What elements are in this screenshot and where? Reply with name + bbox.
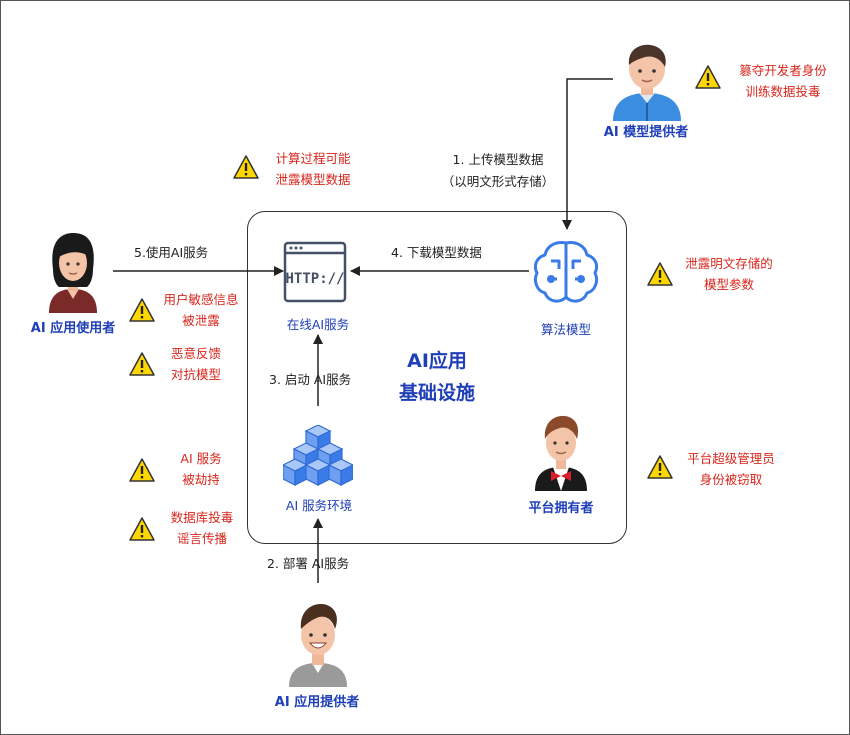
risk-admin-theft: 平台超级管理员 身份被窃取	[687, 451, 775, 487]
upload-label-line1: 1. 上传模型数据	[452, 152, 544, 167]
algorithm-model-label: 算法模型	[540, 322, 591, 337]
cubes-icon	[283, 425, 353, 486]
upload-label-line2: （以明文形式存储）	[441, 174, 555, 189]
warning-icon	[647, 262, 673, 286]
infrastructure-boundary	[247, 211, 627, 544]
app-user-label: AI 应用使用者	[30, 321, 116, 336]
warning-icon	[129, 458, 155, 482]
online-service-label: 在线AI服务	[286, 317, 350, 332]
warning-icon	[129, 517, 155, 541]
infra-line-2: 基础设施	[398, 382, 475, 404]
warning-icon	[695, 65, 721, 89]
app-provider-label: AI 应用提供者	[274, 695, 360, 710]
app-provider-avatar	[289, 604, 347, 687]
risk-user-info: 用户敏感信息 被泄露	[163, 292, 239, 328]
risk-compute-leak: 计算过程可能 泄露模型数据	[275, 151, 351, 187]
risk-service-hijack: AI 服务 被劫持	[180, 451, 222, 487]
app-user-avatar	[49, 233, 97, 313]
http-service-icon: HTTP://	[283, 241, 347, 303]
use-label: 5.使用AI服务	[134, 245, 209, 260]
model-provider-avatar	[613, 44, 681, 121]
warning-icon	[647, 455, 673, 479]
deploy-label: 2. 部署 AI服务	[267, 556, 350, 571]
http-icon-text: HTTP://	[285, 271, 344, 287]
risk-malicious-feedback: 恶意反馈 对抗模型	[170, 346, 221, 382]
risk-db-poison: 数据库投毒 谣言传播	[170, 510, 234, 546]
download-label: 4. 下载模型数据	[391, 245, 482, 260]
risk-dev-identity: 篡夺开发者身份 训练数据投毒	[739, 63, 827, 99]
warning-icon	[129, 352, 155, 376]
warning-icon	[233, 155, 259, 179]
risk-plaintext-params: 泄露明文存储的 模型参数	[685, 256, 773, 292]
infra-line-1: AI应用	[407, 350, 467, 372]
platform-owner-label: 平台拥有者	[528, 501, 594, 516]
algorithm-model-icon	[533, 241, 599, 303]
platform-owner-avatar	[535, 415, 587, 491]
infrastructure-title: AI应用 基础设施	[377, 345, 497, 409]
service-env-label: AI 服务环境	[285, 498, 353, 513]
start-label: 3. 启动 AI服务	[269, 372, 352, 387]
upload-arrow	[562, 78, 613, 230]
model-provider-label: AI 模型提供者	[603, 125, 689, 140]
warning-icon	[129, 298, 155, 322]
